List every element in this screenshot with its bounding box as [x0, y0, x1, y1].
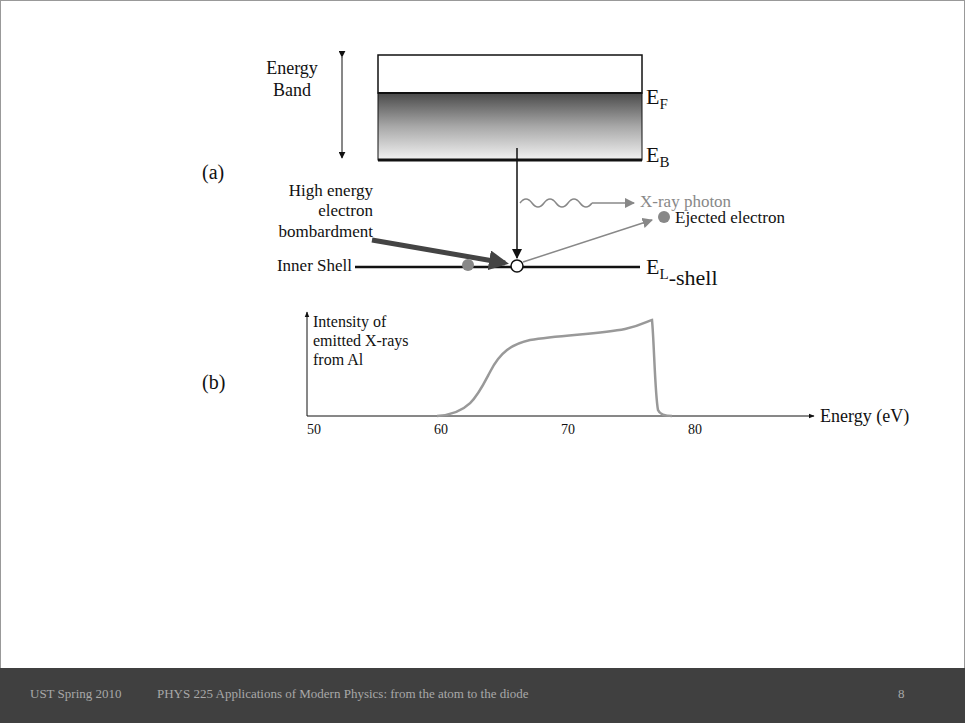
bottom-symbol: E: [646, 142, 659, 168]
footer-text: UST Spring 2010: [30, 686, 122, 702]
footer-bar: [0, 668, 965, 723]
fermi-subscript: F: [659, 95, 667, 113]
tick-label: 50: [307, 422, 321, 439]
xray-arrow: [592, 202, 634, 204]
ejected-electron: [658, 211, 670, 223]
bombardment-label: High energy electron bombardment: [255, 181, 373, 242]
ejected-path: [523, 220, 652, 262]
emission-curve: [437, 320, 672, 416]
xray-wave: [520, 199, 592, 207]
panel-label: (a): [202, 160, 224, 184]
hole: [511, 260, 523, 272]
shell-subscript: L: [659, 265, 668, 283]
fermi-line: [378, 92, 642, 94]
axis-title: Energy (eV): [820, 406, 909, 428]
fermi-symbol: E: [646, 84, 659, 110]
band-label: Energy Band: [252, 58, 332, 101]
shell-suffix: -shell: [669, 265, 718, 291]
band-empty: [378, 55, 642, 93]
bombardment-arrow: [372, 240, 505, 263]
axis-title: Intensity of emitted X-rays from Al: [313, 312, 438, 370]
footer-text: PHYS 225 Applications of Modern Physics:…: [157, 686, 529, 702]
y-axis: [307, 312, 308, 416]
shell-electron: [462, 259, 474, 271]
bottom-subscript: B: [659, 153, 669, 171]
page-number: 8: [898, 686, 905, 702]
inner-shell-line: [355, 266, 640, 269]
tick-label: 60: [434, 422, 448, 439]
ejected-label: Ejected electron: [675, 208, 785, 228]
shell-symbol: E: [646, 254, 659, 280]
x-axis: [307, 416, 814, 417]
tick-label: 80: [688, 422, 702, 439]
panel-label: (b): [202, 370, 225, 394]
band-bottom: [378, 159, 642, 162]
band-filled: [378, 93, 642, 160]
shell-label: Inner Shell: [277, 256, 352, 276]
band-width-arrow: [342, 57, 343, 158]
transition-arrow: [516, 148, 518, 258]
tick-label: 70: [561, 422, 575, 439]
